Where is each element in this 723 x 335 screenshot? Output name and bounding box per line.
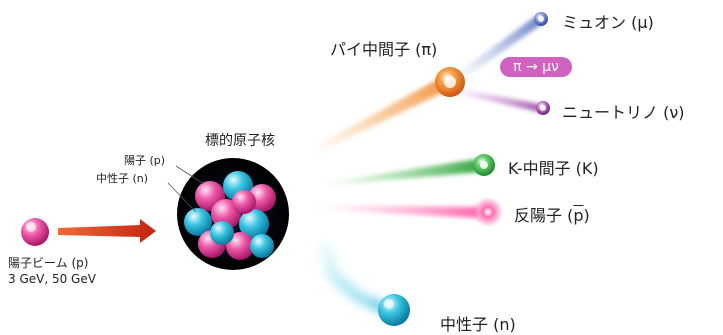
beam-arrow [58, 219, 156, 243]
muon-trail [456, 16, 542, 80]
target-neutron-label: 中性子 (n) [96, 172, 149, 185]
antiproton-label-suffix: ) [583, 206, 590, 225]
target-nucleus [177, 158, 289, 270]
kaon-label: K-中間子 (K) [508, 159, 599, 178]
beam-energy-label: 3 GeV, 50 GeV [8, 272, 96, 286]
antiproton-particle [473, 197, 503, 227]
muon-particle [534, 12, 548, 26]
neutrino-trail [458, 88, 540, 112]
target-proton-label: 陽子 (p) [124, 154, 166, 167]
beam-name-label: 陽子ビーム (p) [8, 256, 89, 270]
antiproton-trail [320, 205, 478, 218]
muon-label: ミュオン (μ) [562, 13, 654, 32]
nucleon-pointer-lines [167, 165, 205, 213]
kaon-particle [473, 154, 495, 176]
target-nucleus-label: 標的原子核 [205, 133, 275, 149]
pion-label: パイ中間子 (π) [330, 40, 438, 59]
neutrino-particle [536, 101, 550, 115]
antiproton-symbol: p [573, 206, 584, 225]
neutron-particle [378, 294, 410, 326]
proton-beam-particle [21, 218, 49, 246]
kaon-trail [322, 159, 480, 186]
antiproton-label-prefix: 反陽子 ( [514, 206, 574, 225]
neutrino-label: ニュートリノ (ν) [562, 103, 685, 122]
antiproton-label: 反陽子 (p) [514, 202, 590, 226]
decay-label: π → μν [513, 59, 559, 75]
decay-badge [500, 57, 572, 77]
pion-trail [312, 76, 452, 153]
neutron-label: 中性子 (n) [440, 315, 516, 334]
